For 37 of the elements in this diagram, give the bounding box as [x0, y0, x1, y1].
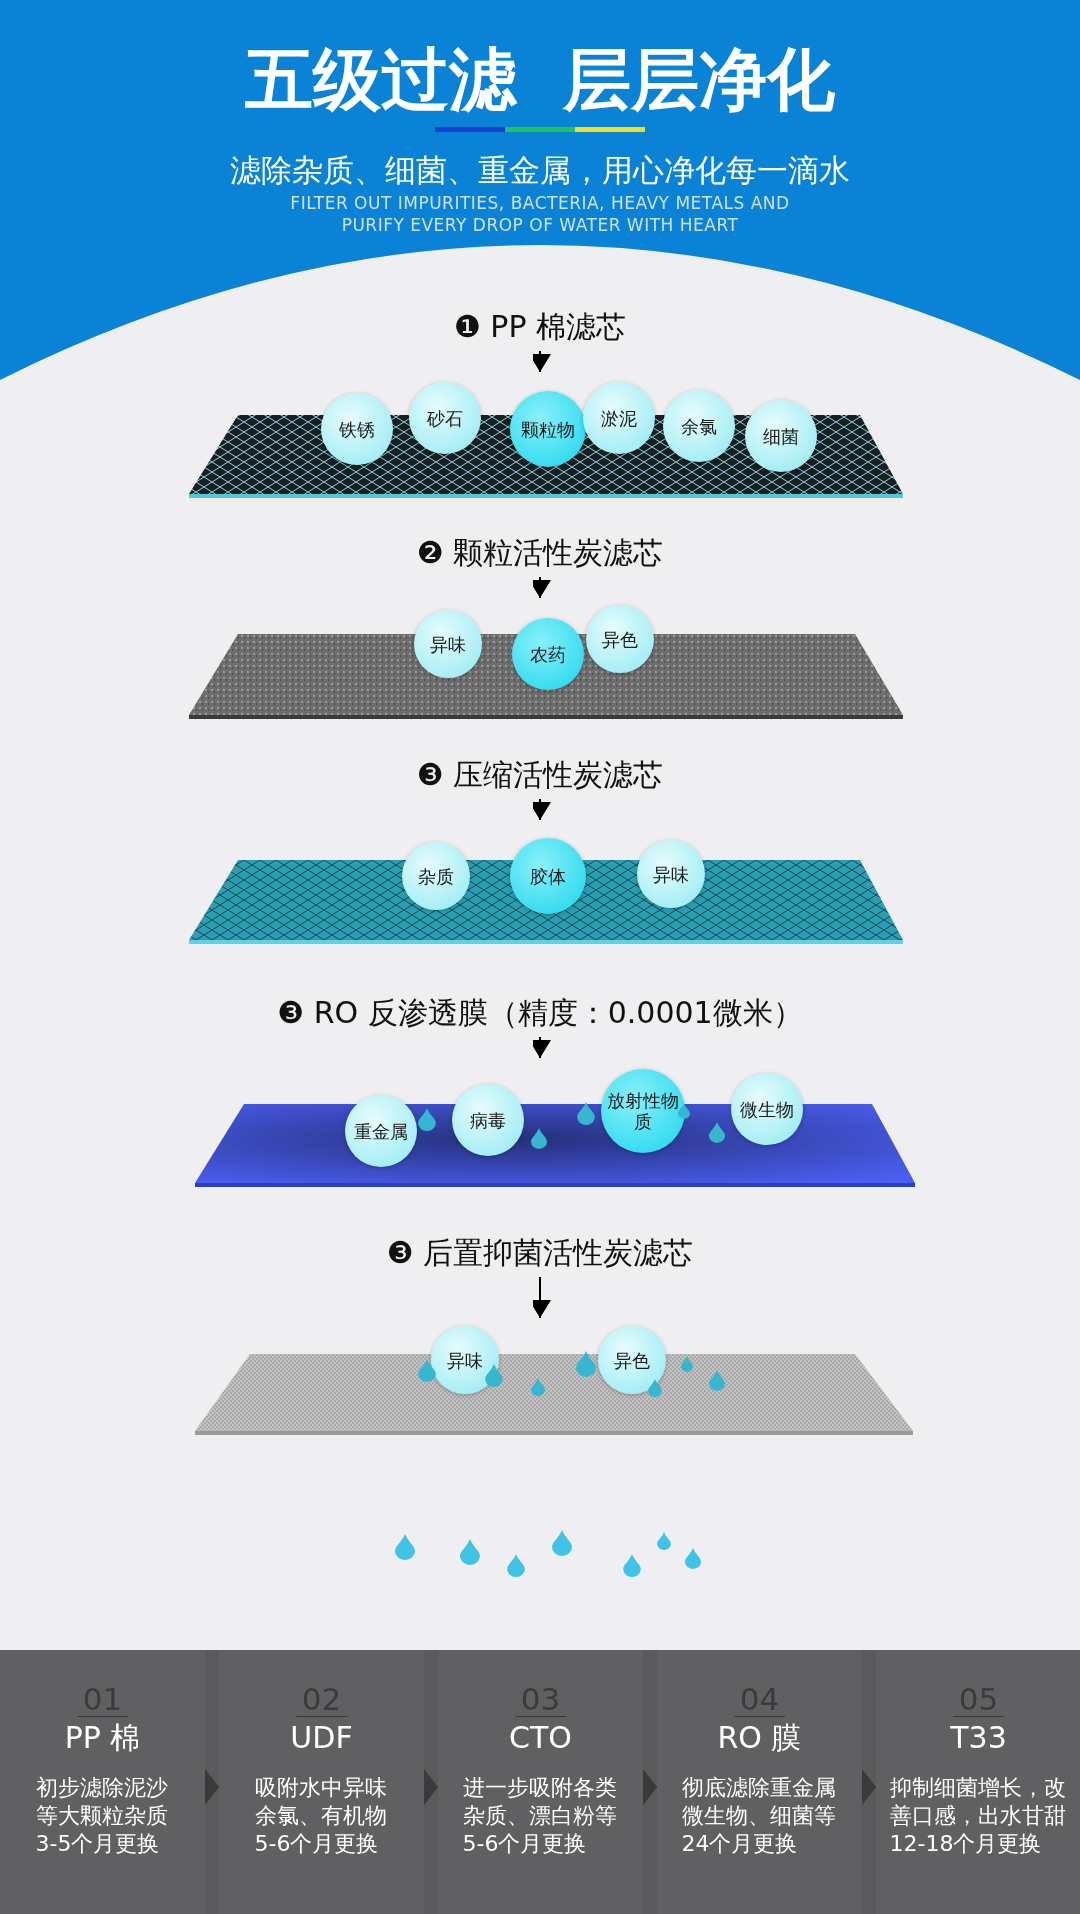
chevron-arrow [204, 1769, 220, 1805]
step-title: UDF [290, 1720, 353, 1756]
step-panel [0, 1650, 205, 1914]
step-title: T33 [950, 1720, 1007, 1756]
step-description: 抑制细菌增长，改善口感，出水甘甜12-18个月更换 [889, 1774, 1067, 1858]
title: 五级过滤 层层净化 [245, 39, 835, 121]
step-description: 初步滤除泥沙等大颗粒杂质3-5个月更换 [35, 1774, 169, 1858]
contaminant-bubble: 放射性物质 [601, 1069, 685, 1153]
contaminant-bubble: 微生物 [731, 1073, 803, 1145]
contaminant-bubble: 胶体 [510, 838, 586, 914]
english-subtitle: FILTER OUT IMPURITIES, BACTERIA, HEAVY METALS AND PURIFY EVERY DROP OF WATER WITH HEART [289, 192, 791, 236]
contaminant-bubble: 农药 [512, 618, 584, 690]
stage-heading: ❸ 后置抑菌活性炭滤芯 [386, 1235, 694, 1271]
stage-heading: ❸ 压缩活性炭滤芯 [416, 757, 664, 793]
contaminant-bubble: 异色 [586, 605, 654, 673]
chevron-arrow [423, 1769, 439, 1805]
contaminant-bubble: 异色 [598, 1326, 666, 1394]
stage-heading: ❷ 颗粒活性炭滤芯 [416, 535, 664, 571]
step-panel [657, 1650, 862, 1914]
step-title: RO 膜 [717, 1720, 802, 1756]
contaminant-bubble: 异味 [414, 610, 482, 678]
contaminant-bubble: 杂质 [402, 842, 470, 910]
stage-heading: ❸ RO 反渗透膜（精度：0.0001微米） [277, 995, 803, 1031]
chevron-arrow [861, 1769, 877, 1805]
step-title: CTO [509, 1720, 572, 1756]
step-description: 彻底滤除重金属微生物、细菌等24个月更换 [681, 1774, 837, 1858]
contaminant-bubble: 病毒 [452, 1084, 524, 1156]
step-title: PP 棉 [64, 1720, 141, 1756]
step-panel [219, 1650, 424, 1914]
step-description: 进一步吸附各类杂质、漂白粉等5-6个月更换 [462, 1774, 618, 1858]
step-description: 吸附水中异味余氯、有机物5-6个月更换 [254, 1774, 388, 1858]
subtitle: 滤除杂质、细菌、重金属，用心净化每一滴水 [230, 151, 850, 190]
contaminant-bubble: 异味 [637, 840, 705, 908]
chevron-arrow [642, 1769, 658, 1805]
step-panel [876, 1650, 1080, 1914]
stage-heading: ❶ PP 棉滤芯 [453, 309, 627, 345]
step-panel [438, 1650, 643, 1914]
